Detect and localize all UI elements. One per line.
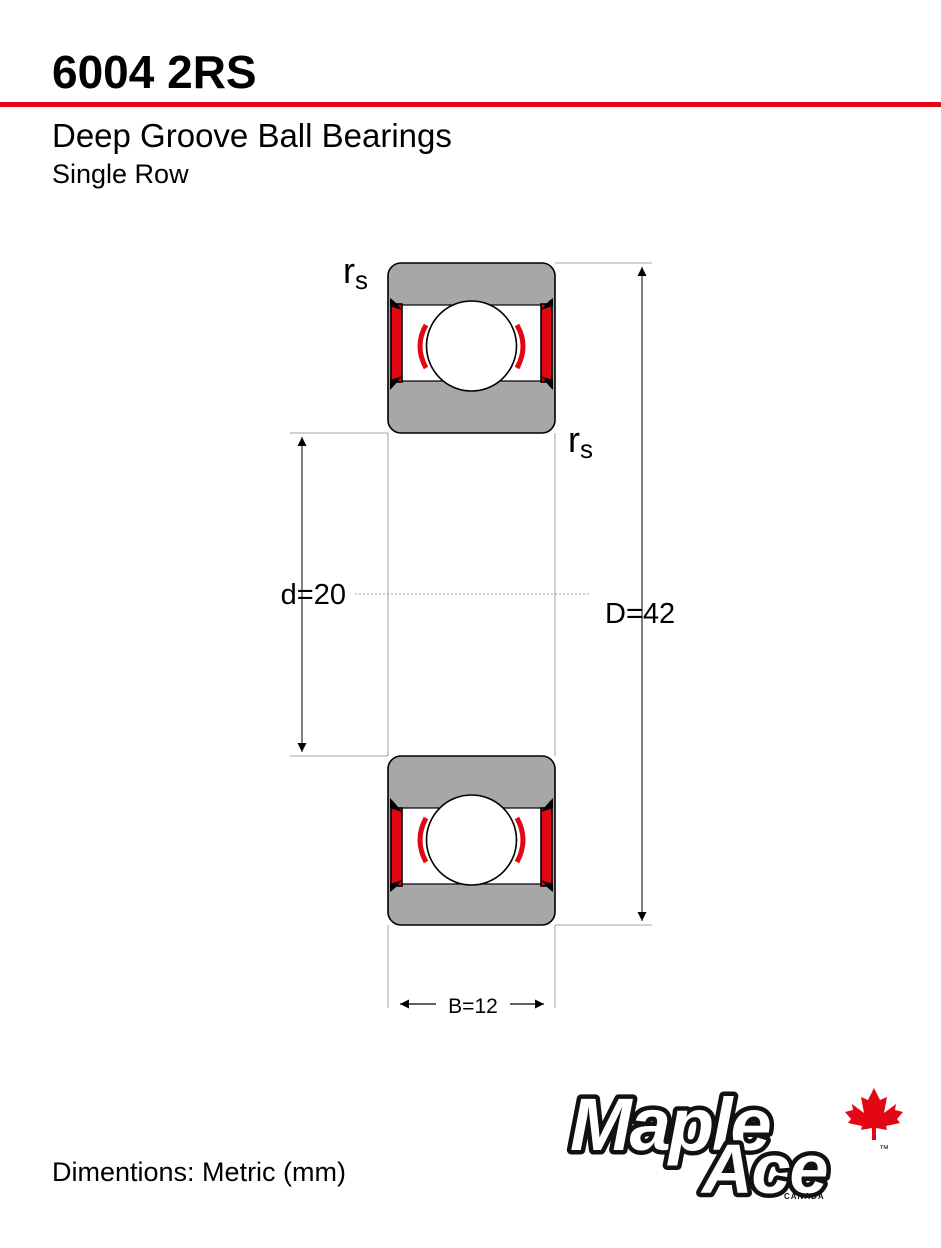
radius-label-top: rs	[343, 250, 368, 295]
product-variant: Single Row	[52, 159, 189, 189]
seal-right-top	[540, 303, 553, 383]
page-title: 6004 2RS	[52, 46, 257, 98]
header-divider	[0, 102, 941, 107]
bearing-section-bottom	[387, 755, 556, 926]
inner-diameter-label: d=20	[281, 579, 346, 611]
seal-left-top	[390, 303, 403, 383]
units-note: Dimentions: Metric (mm)	[52, 1157, 347, 1187]
extension-lines	[290, 262, 652, 1008]
logo-tagline: CANADA	[784, 1192, 825, 1201]
logo-text-ace: Ace	[700, 1130, 827, 1205]
logo-trademark: ™	[879, 1144, 889, 1155]
outer-diameter-label: D=42	[605, 598, 675, 630]
product-subtitle: Deep Groove Ball Bearings	[52, 117, 452, 154]
brand-logo: Maple Ace ™ CANADA	[566, 1080, 903, 1205]
seal-right-bottom	[540, 807, 553, 887]
ball-bottom	[425, 794, 518, 886]
radius-label-bottom: rs	[568, 419, 593, 464]
width-label: B=12	[448, 995, 498, 1018]
bearing-section-top	[387, 262, 556, 434]
seal-left-bottom	[390, 807, 403, 887]
logo-text-maple: Maple	[570, 1083, 771, 1166]
maple-leaf-icon	[845, 1088, 903, 1140]
ball-top	[425, 300, 518, 392]
